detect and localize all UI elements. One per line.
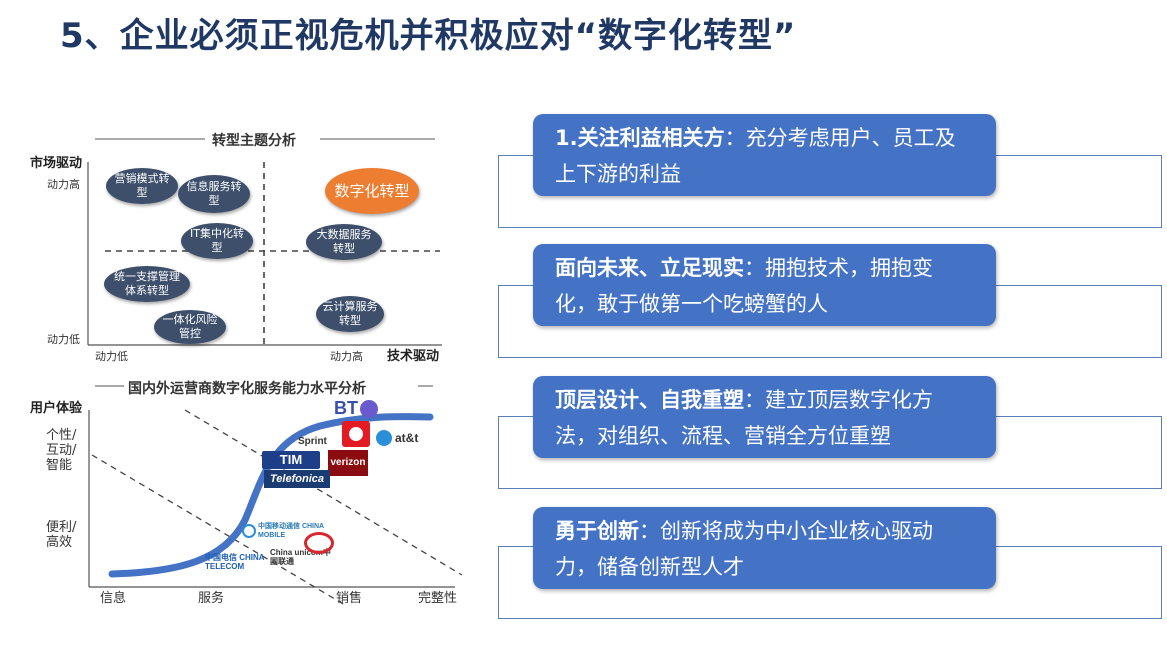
- china-mobile-logo: 中国移动通信 CHINA MOBILE: [242, 522, 324, 540]
- curve-y-axis-label: 用户体验: [30, 401, 83, 416]
- matrix-item: 大数据服务转型: [306, 224, 382, 260]
- telefonica-logo: Telefonica: [264, 470, 330, 488]
- card-heading: 勇于创新: [555, 519, 639, 543]
- principle-card-1: 1.关注利益相关方：充分考虑用户、员工及上下游的利益: [533, 114, 996, 196]
- principle-card-4: 勇于创新：创新将成为中小企业核心驱动力，储备创新型人才: [533, 507, 996, 589]
- bt-globe-icon: [360, 400, 378, 419]
- matrix-item: IT集中化转型: [181, 223, 253, 259]
- matrix-title: 转型主题分析: [208, 130, 300, 150]
- matrix-item-highlight: 数字化转型: [325, 168, 419, 214]
- curve-x-level: 信息: [100, 591, 127, 606]
- principle-card-3: 顶层设计、自我重塑：建立顶层数字化方法，对组织、流程、营销全方位重塑: [533, 376, 996, 458]
- att-globe-icon: [376, 430, 392, 446]
- matrix-x-low: 动力低: [95, 350, 128, 363]
- curve-title: 国内外运营商数字化服务能力水平分析: [124, 378, 370, 398]
- card-heading: 顶层设计、自我重塑: [555, 388, 744, 412]
- verizon-logo: verizon: [328, 450, 368, 476]
- bt-logo: BT: [334, 398, 378, 419]
- curve-x-level: 销售: [336, 591, 363, 606]
- matrix-x-high: 动力高: [330, 350, 363, 363]
- matrix-x-axis-label: 技术驱动: [387, 349, 440, 364]
- matrix-item: 营销模式转型: [106, 168, 178, 204]
- matrix-y-low: 动力低: [47, 333, 80, 346]
- principle-card-2: 面向未来、立足现实：拥抱技术，拥抱变化，敢于做第一个吃螃蟹的人: [533, 244, 996, 326]
- matrix-item: 信息服务转型: [178, 175, 250, 213]
- china-unicom-logo: China unicom中国联通: [270, 548, 331, 566]
- att-logo: at&t: [376, 430, 418, 446]
- tim-logo: TIM: [262, 451, 320, 469]
- card-text: ：创新将成为中小企业核心驱动力，储备创新型人才: [555, 519, 933, 579]
- curve-y-level-high: 个性/互动/智能: [46, 428, 77, 473]
- card-heading: 面向未来、立足现实: [555, 256, 744, 280]
- card-heading: 1.关注利益相关方: [555, 126, 725, 150]
- matrix-item: 统一支撑管理体系转型: [104, 266, 190, 302]
- curve-y-level-low: 便利/高效: [46, 520, 77, 550]
- china-unicom-icon: [304, 532, 334, 554]
- curve-x-level: 服务: [198, 591, 225, 606]
- card-text: ：充分考虑用户、员工及上下游的利益: [555, 126, 956, 186]
- vodafone-logo: [342, 421, 370, 447]
- vodafone-icon: [349, 427, 363, 441]
- china-telecom-logo: 中国电信 CHINA TELECOM: [205, 553, 265, 571]
- matrix-item: 一体化风险管控: [154, 310, 226, 344]
- matrix-y-axis-label: 市场驱动: [30, 156, 83, 171]
- sprint-logo: Sprint: [298, 436, 327, 447]
- china-mobile-icon: [242, 524, 256, 538]
- page-title: 5、企业必须正视危机并积极应对“数字化转型”: [60, 16, 797, 56]
- matrix-y-high: 动力高: [47, 178, 80, 191]
- card-text: ：拥抱技术，拥抱变化，敢于做第一个吃螃蟹的人: [555, 256, 933, 316]
- matrix-item: 云计算服务转型: [316, 296, 384, 332]
- curve-x-level: 完整性: [418, 591, 458, 606]
- card-text: ：建立顶层数字化方法，对组织、流程、营销全方位重塑: [555, 388, 933, 448]
